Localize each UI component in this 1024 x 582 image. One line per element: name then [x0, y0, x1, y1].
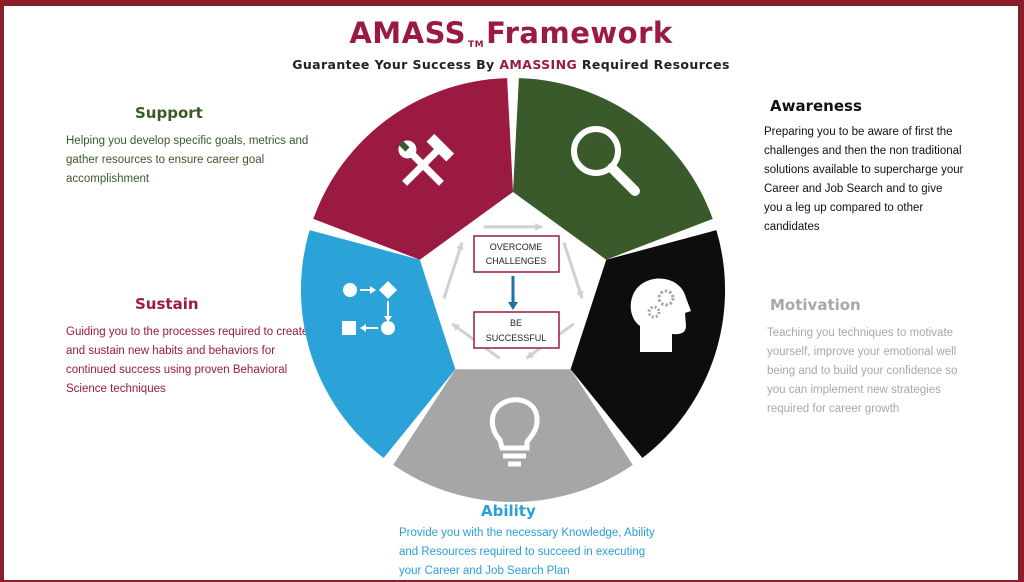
cycle-arrow-line: [442, 242, 464, 299]
subtitle-start: Guarantee Your Success By: [292, 57, 500, 72]
ability-title: Ability: [481, 502, 536, 520]
overcome-label-1: OVERCOME: [490, 242, 543, 252]
subtitle-end: Required Resources: [577, 57, 730, 72]
cycle-arrow-head: [535, 223, 543, 231]
cycle-diagram: OVERCOME CHALLENGES BE SUCCESSFUL: [300, 78, 726, 502]
support-title: Support: [135, 104, 203, 122]
ability-description: Provide you with the necessary Knowledge…: [399, 527, 655, 577]
awareness-title: Awareness: [770, 97, 862, 115]
process-flow-icon: [342, 281, 397, 335]
sustain-title: Sustain: [135, 295, 199, 313]
title-framework: Framework: [486, 16, 673, 50]
support-description: Helping you develop specific goals, metr…: [66, 135, 309, 185]
subtitle: Guarantee Your Success By AMASSING Requi…: [4, 57, 1018, 72]
motivation-description: Teaching you techniques to motivate your…: [767, 327, 958, 415]
ability-segment: [300, 230, 456, 458]
overcome-label-2: CHALLENGES: [486, 256, 547, 266]
magnifier-icon: [571, 126, 640, 196]
motivation-segment: [393, 369, 633, 502]
head-gears-icon: [630, 278, 691, 352]
trademark-mark: TM: [468, 40, 485, 50]
sustain-description: Guiding you to the processes required to…: [66, 326, 309, 395]
cycle-arrow-head: [576, 290, 584, 299]
cycle-arrows: [442, 223, 584, 360]
be-label: BE: [510, 318, 522, 328]
down-arrow: [508, 276, 518, 310]
successful-label: SUCCESSFUL: [486, 333, 547, 343]
cycle-arrow-head: [456, 242, 464, 251]
title-amass: AMASS: [349, 16, 467, 50]
sustain-segment: [313, 78, 513, 260]
lightbulb-icon: [489, 397, 540, 467]
subtitle-highlight: AMASSING: [499, 57, 578, 72]
awareness-description: Preparing you to be aware of first the c…: [764, 126, 964, 233]
motivation-title: Motivation: [770, 296, 861, 314]
hammer-wrench-icon: [398, 133, 455, 186]
cycle-arrow-head: [452, 323, 461, 332]
cycle-arrow-line: [562, 242, 584, 299]
be-successful-box: BE SUCCESSFUL: [473, 311, 560, 349]
overcome-challenges-box: OVERCOME CHALLENGES: [473, 235, 560, 273]
cycle-arrow-head: [526, 351, 535, 359]
